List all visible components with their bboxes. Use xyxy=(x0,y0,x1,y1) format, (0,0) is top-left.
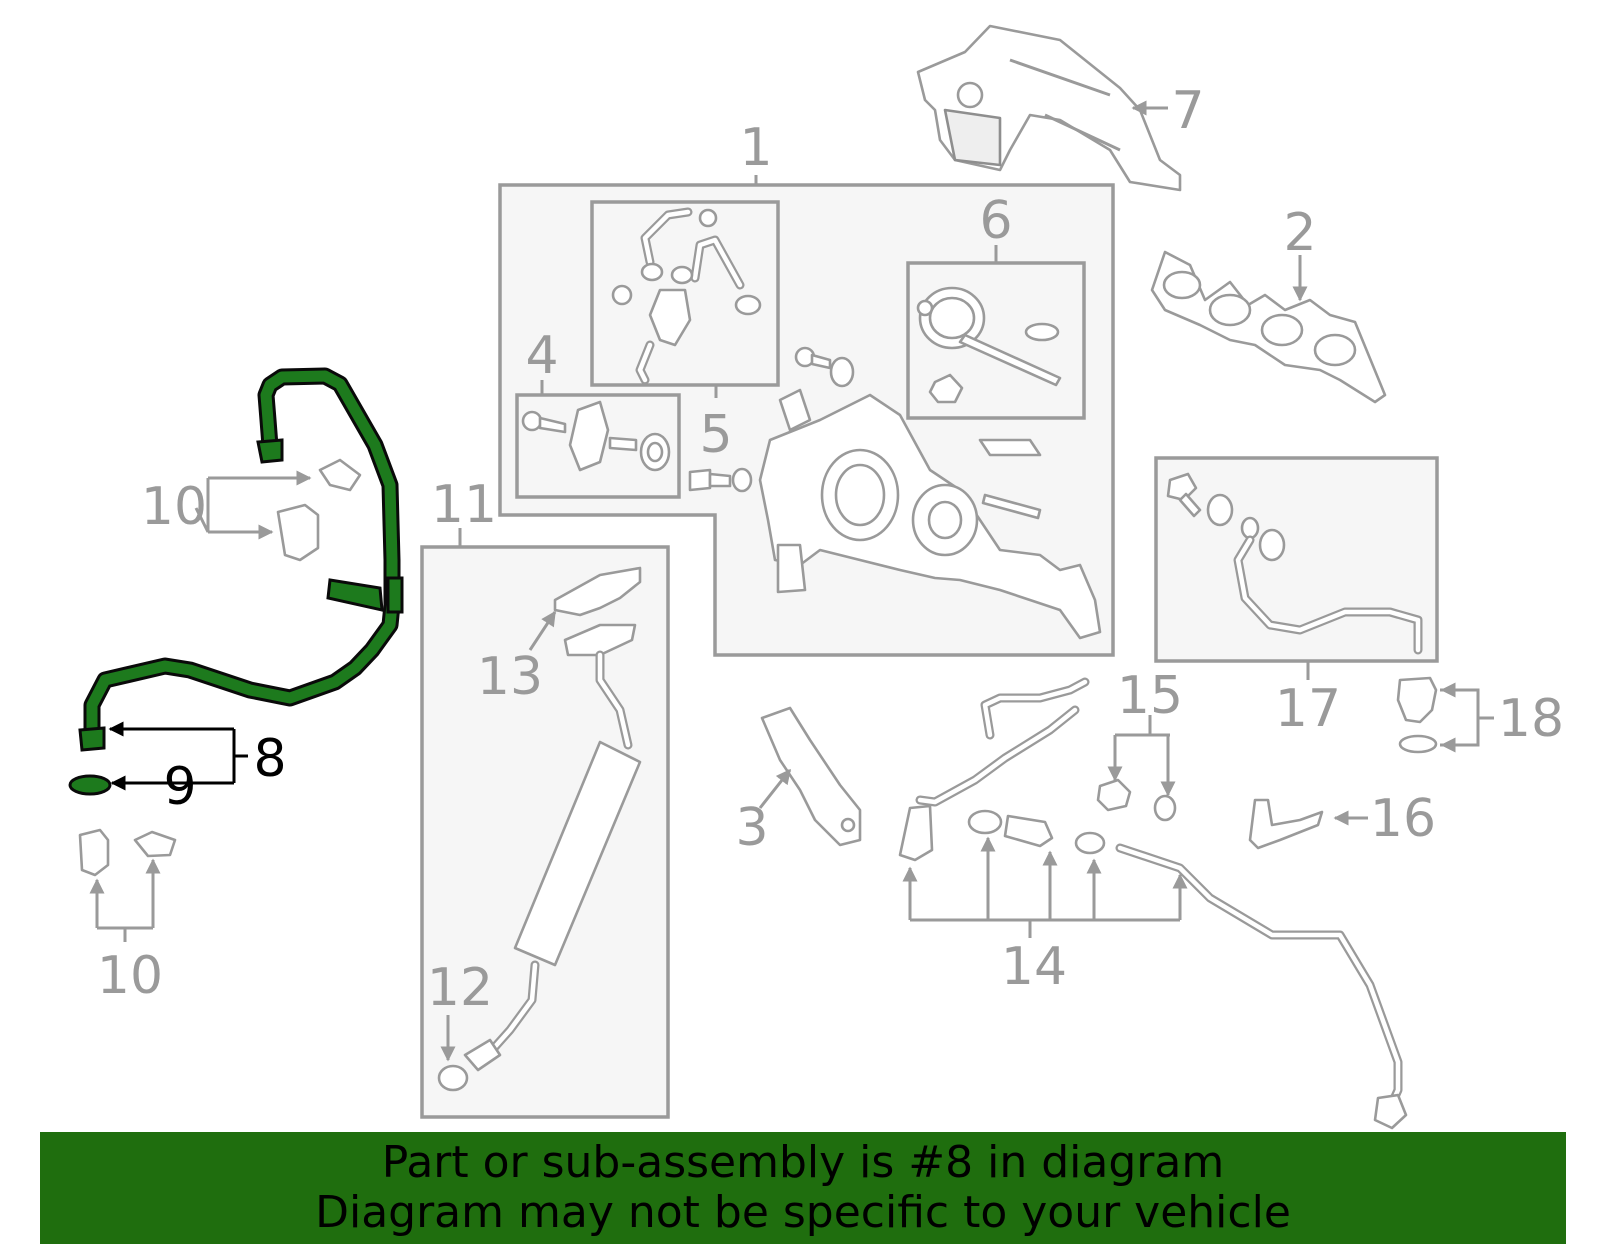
highlighted-washer-part-9 xyxy=(68,774,112,796)
oil-return-pipe-part xyxy=(437,566,642,1092)
callout-2: 2 xyxy=(1283,203,1316,263)
callout-12: 12 xyxy=(427,958,493,1018)
fitting-part-18 xyxy=(1396,676,1438,754)
callout-11: 11 xyxy=(431,475,497,535)
callout-16: 16 xyxy=(1370,789,1436,849)
callout-17: 17 xyxy=(1275,679,1341,739)
callout-14: 14 xyxy=(1001,937,1067,997)
bracket-part xyxy=(760,706,862,847)
callout-13: 13 xyxy=(477,647,543,707)
callout-15: 15 xyxy=(1117,666,1183,726)
callout-5: 5 xyxy=(699,405,732,465)
manifold-gasket-part xyxy=(1150,250,1387,404)
callout-6: 6 xyxy=(979,191,1012,251)
callout-4: 4 xyxy=(525,326,558,386)
actuator-kit-part xyxy=(916,286,1062,404)
oil-feed-line-part xyxy=(1166,472,1423,655)
cover-kit-part xyxy=(521,400,671,472)
leader-lines xyxy=(89,100,1494,1062)
callout-10-lower: 10 xyxy=(97,946,163,1006)
callout-18: 18 xyxy=(1498,689,1564,749)
callout-10-upper: 10 xyxy=(141,477,207,537)
banner-line-2: Diagram may not be specific to your vehi… xyxy=(315,1187,1291,1238)
callout-7: 7 xyxy=(1171,81,1204,141)
fitting-part-15 xyxy=(1096,778,1177,822)
part-info-banner: Part or sub-assembly is #8 in diagram Di… xyxy=(40,1132,1566,1244)
banner-line-1: Part or sub-assembly is #8 in diagram xyxy=(381,1137,1225,1188)
heat-shield-part xyxy=(916,24,1182,192)
valve-kit-part xyxy=(611,207,762,385)
callout-1: 1 xyxy=(739,118,772,178)
highlighted-hose-part-8 xyxy=(78,367,404,752)
callout-labels: 1 2 3 4 5 6 7 8 9 10 10 11 12 13 14 15 1… xyxy=(97,81,1564,1018)
callout-8[interactable]: 8 xyxy=(253,729,286,789)
coolant-line-part xyxy=(898,677,1408,1130)
bracket-part-16 xyxy=(1248,798,1324,850)
clip-and-plug-part-10 xyxy=(78,458,362,877)
callout-9[interactable]: 9 xyxy=(163,757,196,817)
callout-3: 3 xyxy=(735,798,768,858)
turbocharger-part xyxy=(688,346,1102,640)
